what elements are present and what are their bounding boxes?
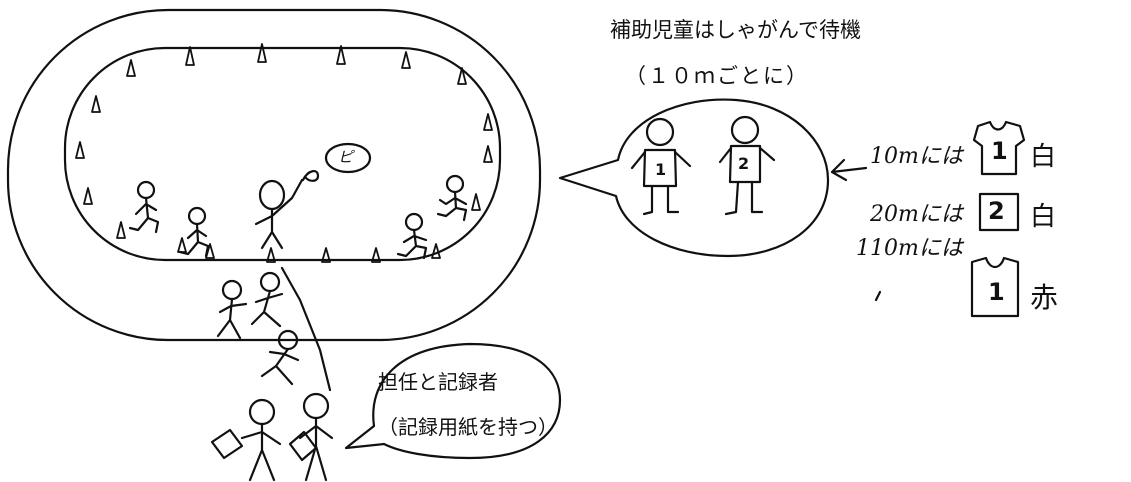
whistle-bubble-text: ピ [338,148,354,166]
homeroom-teacher-figure [210,398,282,482]
bib-icon-10m [972,120,1026,176]
legend-color-110m: 赤 [1030,281,1059,314]
legend-distance-10m: 10mには [870,144,963,169]
crouching-child-4 [436,174,468,222]
crouching-child-1 [128,180,160,234]
crouching-child-3 [396,212,428,260]
running-child-2 [260,329,300,386]
legend-color-10m: 白 [1030,142,1057,172]
clipboard-icon [210,428,244,460]
running-lane-line [280,266,332,392]
teacher-bubble-line-1: 担任と記録者 [378,370,498,394]
legend-bib-number-110m: 1 [988,278,1005,306]
legend-distance-110m: 110mには [856,236,963,261]
legend-bib-number-20m: 2 [988,197,1005,225]
bib-icon-110m [970,256,1020,318]
crouching-child-2 [178,206,210,258]
teacher-speech-bubble [344,342,562,460]
whistle-icon [301,170,320,182]
helper-bib-number-2: 2 [738,154,750,173]
legend-bib-number-10m: 1 [991,137,1008,165]
page-subtitle: （１０ｍごとに） [625,64,809,88]
walking-child-1 [216,279,248,340]
helper-bib-number-1: 1 [655,160,667,179]
page-title: 補助児童はしゃがんで待機 [610,18,861,42]
helper-figure-1 [630,117,692,216]
track-outer-oval [6,8,542,342]
stray-mark [874,290,882,302]
legend-color-20m: 白 [1030,202,1057,232]
helper-figure-2 [718,115,776,216]
teacher-figure [254,170,320,250]
running-child-1 [250,271,284,328]
legend-distance-20m: 20mには [870,202,963,227]
helper-speech-bubble [558,98,830,258]
teacher-bubble-line-2: （記録用紙を持つ） [378,415,558,439]
legend-arrow [830,158,868,182]
cones [75,43,493,263]
recorder-figure [288,392,334,482]
track-inner-oval [63,46,502,262]
whistle-bubble [324,142,372,174]
bib-icon-20m [978,192,1020,232]
clipboard-icon [288,430,318,462]
